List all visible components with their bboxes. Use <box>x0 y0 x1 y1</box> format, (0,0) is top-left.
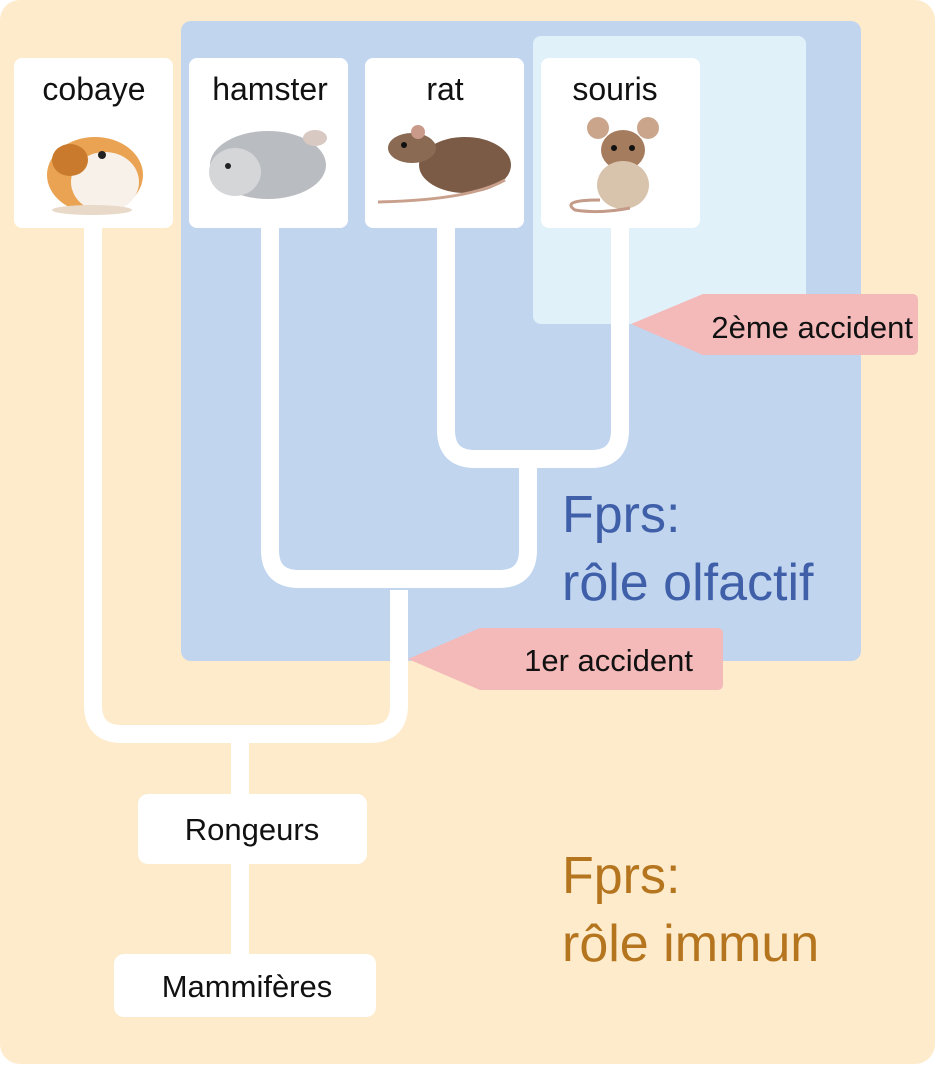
olfactory-caption-line1: Fprs: <box>562 486 680 544</box>
svg-text:1er accident: 1er accident <box>524 643 693 678</box>
guinea-pig-photo-icon <box>47 137 143 215</box>
species-label: souris <box>572 71 657 107</box>
svg-text:2ème accident: 2ème accident <box>711 310 913 345</box>
species-card-cobaye: cobaye <box>14 58 173 228</box>
branch-hamster <box>261 228 537 588</box>
olfactory-caption-line2: rôle olfactif <box>562 554 814 612</box>
immune-caption-line1: Fprs: <box>562 847 680 905</box>
rat-photo-icon <box>377 125 511 204</box>
second-accident-label: 2ème accident <box>631 294 918 355</box>
species-card-rat: rat <box>365 58 524 228</box>
mouse-photo-icon <box>569 117 659 214</box>
branch-rat-souris <box>437 228 629 468</box>
species-card-souris: souris <box>541 58 700 228</box>
immune-caption-line2: rôle immun <box>562 915 819 973</box>
svg-text:Rongeurs: Rongeurs <box>185 812 319 847</box>
hamster-photo-icon <box>209 130 327 199</box>
svg-text:Mammifères: Mammifères <box>162 969 333 1004</box>
species-label: hamster <box>212 71 328 107</box>
node-mammiferes: Mammifères <box>114 954 376 1017</box>
species-card-hamster: hamster <box>189 58 348 228</box>
species-label: cobaye <box>42 71 145 107</box>
species-label: rat <box>426 71 463 107</box>
first-accident-label: 1er accident <box>408 628 723 690</box>
node-rongeurs: Rongeurs <box>138 794 367 864</box>
